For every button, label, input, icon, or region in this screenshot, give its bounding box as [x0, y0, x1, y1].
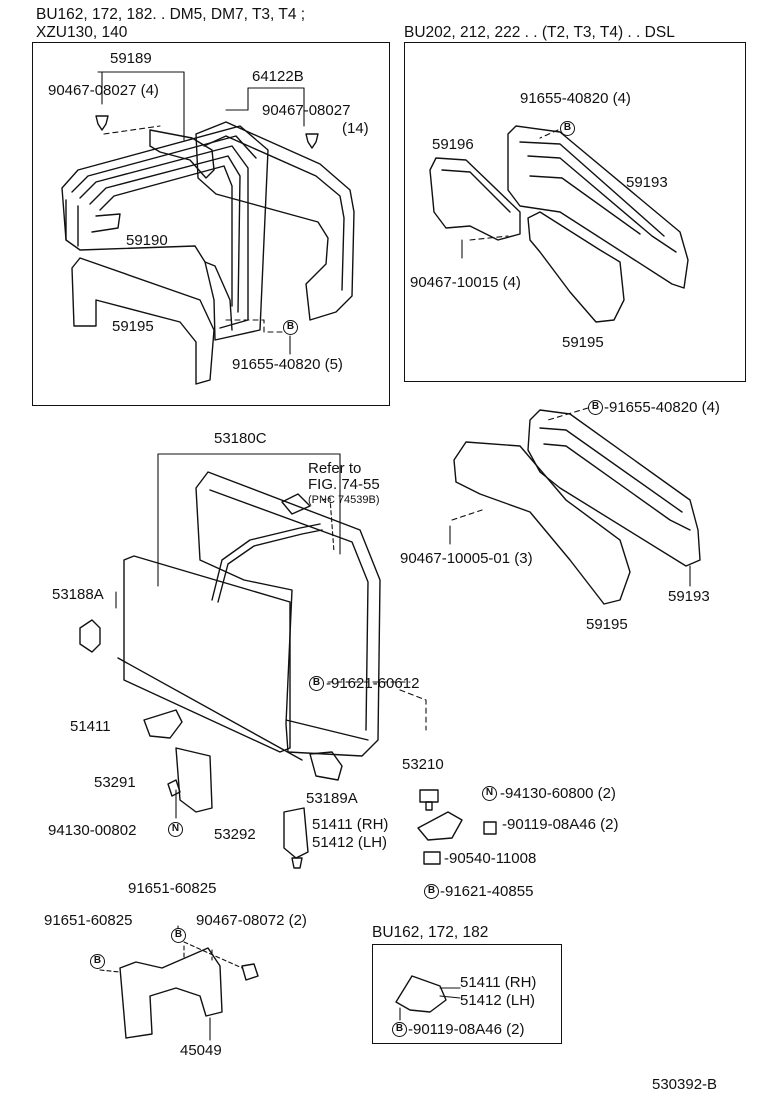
cushion-90540-drawing: [423, 851, 441, 865]
part-90540-11008-label: -90540-11008: [444, 850, 537, 867]
refer-note-line3: (PNC 74539B): [308, 494, 380, 506]
panel-59195-box2-drawing: [527, 211, 625, 323]
part-59190-label: 59190: [126, 232, 168, 249]
part-53189a-label: 53189A: [306, 790, 358, 807]
bracket-51411-left-drawing: [143, 709, 183, 739]
group-box-bu162-xzu: [32, 42, 390, 406]
cooler-hose-drawing: [211, 493, 323, 603]
bracket-53292-drawing: [283, 807, 309, 869]
b-marker-icon: B: [171, 928, 186, 943]
cover-59190-drawing: [61, 125, 269, 341]
part-53210-label: 53210: [402, 756, 444, 773]
part-90467-08027-4-label: 90467-08027 (4): [48, 82, 159, 99]
mount-51411-rh-drawing: [417, 811, 463, 841]
b-marker-icon: B: [283, 320, 298, 335]
part-53292-label: 53292: [214, 826, 256, 843]
bracket-59189-drawing: [149, 129, 215, 179]
bracket-detail-box3-drawing: [395, 975, 447, 1013]
leaders-cooler: [115, 453, 427, 731]
b-marker-icon: B: [90, 954, 105, 969]
nut-90467-08072-drawing: [241, 963, 259, 981]
figure-number: 530392-B: [652, 1076, 718, 1093]
b-marker-icon: B: [309, 676, 324, 691]
part-90467-08072-label: 90467-08072 (2): [196, 912, 307, 929]
part-59195-lower-label: 59195: [586, 616, 628, 633]
leaders-box3: [399, 987, 461, 1021]
b-marker-icon: B: [392, 1022, 407, 1037]
refer-note-line2: FIG. 74-55: [308, 476, 380, 493]
core-panel-drawing: [117, 555, 303, 761]
part-91651-60825-lower-label: 91651-60825: [44, 912, 133, 929]
part-45049-label: 45049: [180, 1042, 222, 1059]
group-header-1-line2: XZU130, 140: [36, 24, 128, 41]
part-59195-box2-label: 59195: [562, 334, 604, 351]
cover-64122b-drawing: [195, 121, 355, 321]
part-91655-40820-4-label: 91655-40820 (4): [520, 90, 631, 107]
part-90119-08a46-label: -90119-08A46 (2): [502, 816, 619, 833]
part-59193-lower-label: 59193: [668, 588, 710, 605]
part-90467-08027-14-qty: (14): [342, 120, 369, 137]
part-51411-left-label: 51411: [70, 718, 111, 735]
part-53291-label: 53291: [94, 774, 136, 791]
b-marker-icon: B: [588, 400, 603, 415]
part-59189-label: 59189: [110, 50, 152, 67]
part-91655-40820-4-lower-label: -91655-40820 (4): [604, 399, 720, 416]
part-91655-40820-5-label: 91655-40820 (5): [232, 356, 343, 373]
panel-59193-lower-drawing: [527, 409, 701, 567]
bolt-90119-drawing: [483, 821, 497, 835]
leaders-box1: [97, 71, 305, 355]
group-header-3: BU162, 172, 182: [372, 924, 489, 941]
refer-note-line1: Refer to: [308, 460, 362, 477]
part-64122b-label: 64122B: [252, 68, 304, 85]
group-header-2: BU202, 212, 222 . . (T2, T3, T4) . . DSL: [404, 24, 675, 41]
n-marker-icon: N: [482, 786, 497, 801]
fasteners-box1: [95, 115, 319, 149]
part-94130-00802-label: 94130-00802: [48, 822, 137, 839]
b-marker-icon: B: [424, 884, 439, 899]
group-header-1-line1: BU162, 172, 182. . DM5, DM7, T3, T4 ;: [36, 6, 306, 23]
part-59196-label: 59196: [432, 136, 474, 153]
part-51412-lh-detail-label: 51412 (LH): [460, 992, 536, 1009]
group-box-bu202-dsl: [404, 42, 746, 382]
leaders-box2: [461, 129, 559, 259]
part-59193-box2-label: 59193: [626, 174, 668, 191]
group-box-bu162-detail: [372, 944, 562, 1044]
part-91621-40855-label: -91621-40855: [440, 883, 534, 900]
part-91621-60612-label: -91621-60612: [326, 675, 420, 692]
b-marker-icon: B: [560, 121, 575, 136]
part-51412-lh-label: 51412 (LH): [312, 834, 388, 851]
part-90119-08a46-detail-label: -90119-08A46 (2): [408, 1021, 525, 1038]
bracket-45049-drawing: [119, 947, 223, 1039]
panel-59196-drawing: [429, 157, 521, 241]
bracket-53188a-drawing: [79, 619, 101, 653]
part-53188a-label: 53188A: [52, 586, 104, 603]
part-51411-rh-detail-label: 51411 (RH): [460, 974, 537, 991]
part-51411-rh-label: 51411 (RH): [312, 816, 389, 833]
n-marker-icon: N: [168, 822, 183, 837]
shield-59195-box1-drawing: [71, 257, 215, 385]
part-91651-60825-upper-label: 91651-60825: [128, 880, 217, 897]
bracket-53189a-drawing: [309, 751, 343, 781]
part-94130-60800-label: -94130-60800 (2): [500, 785, 616, 802]
part-90467-10005-01-label: 90467-10005-01 (3): [400, 550, 533, 567]
part-53180c-label: 53180C: [214, 430, 267, 447]
panel-59193-box2-drawing: [507, 125, 689, 289]
part-90467-10015-label: 90467-10015 (4): [410, 274, 521, 291]
part-59195-box1-label: 59195: [112, 318, 154, 335]
oil-cooler-53180c-drawing: [195, 471, 381, 757]
panel-59195-lower-drawing: [453, 441, 631, 605]
leaders-lower-right: [449, 407, 691, 587]
cushion-53210-drawing: [419, 789, 439, 811]
bracket-53291-drawing: [167, 747, 213, 813]
part-90467-08027-14-label: 90467-08027: [262, 102, 351, 119]
